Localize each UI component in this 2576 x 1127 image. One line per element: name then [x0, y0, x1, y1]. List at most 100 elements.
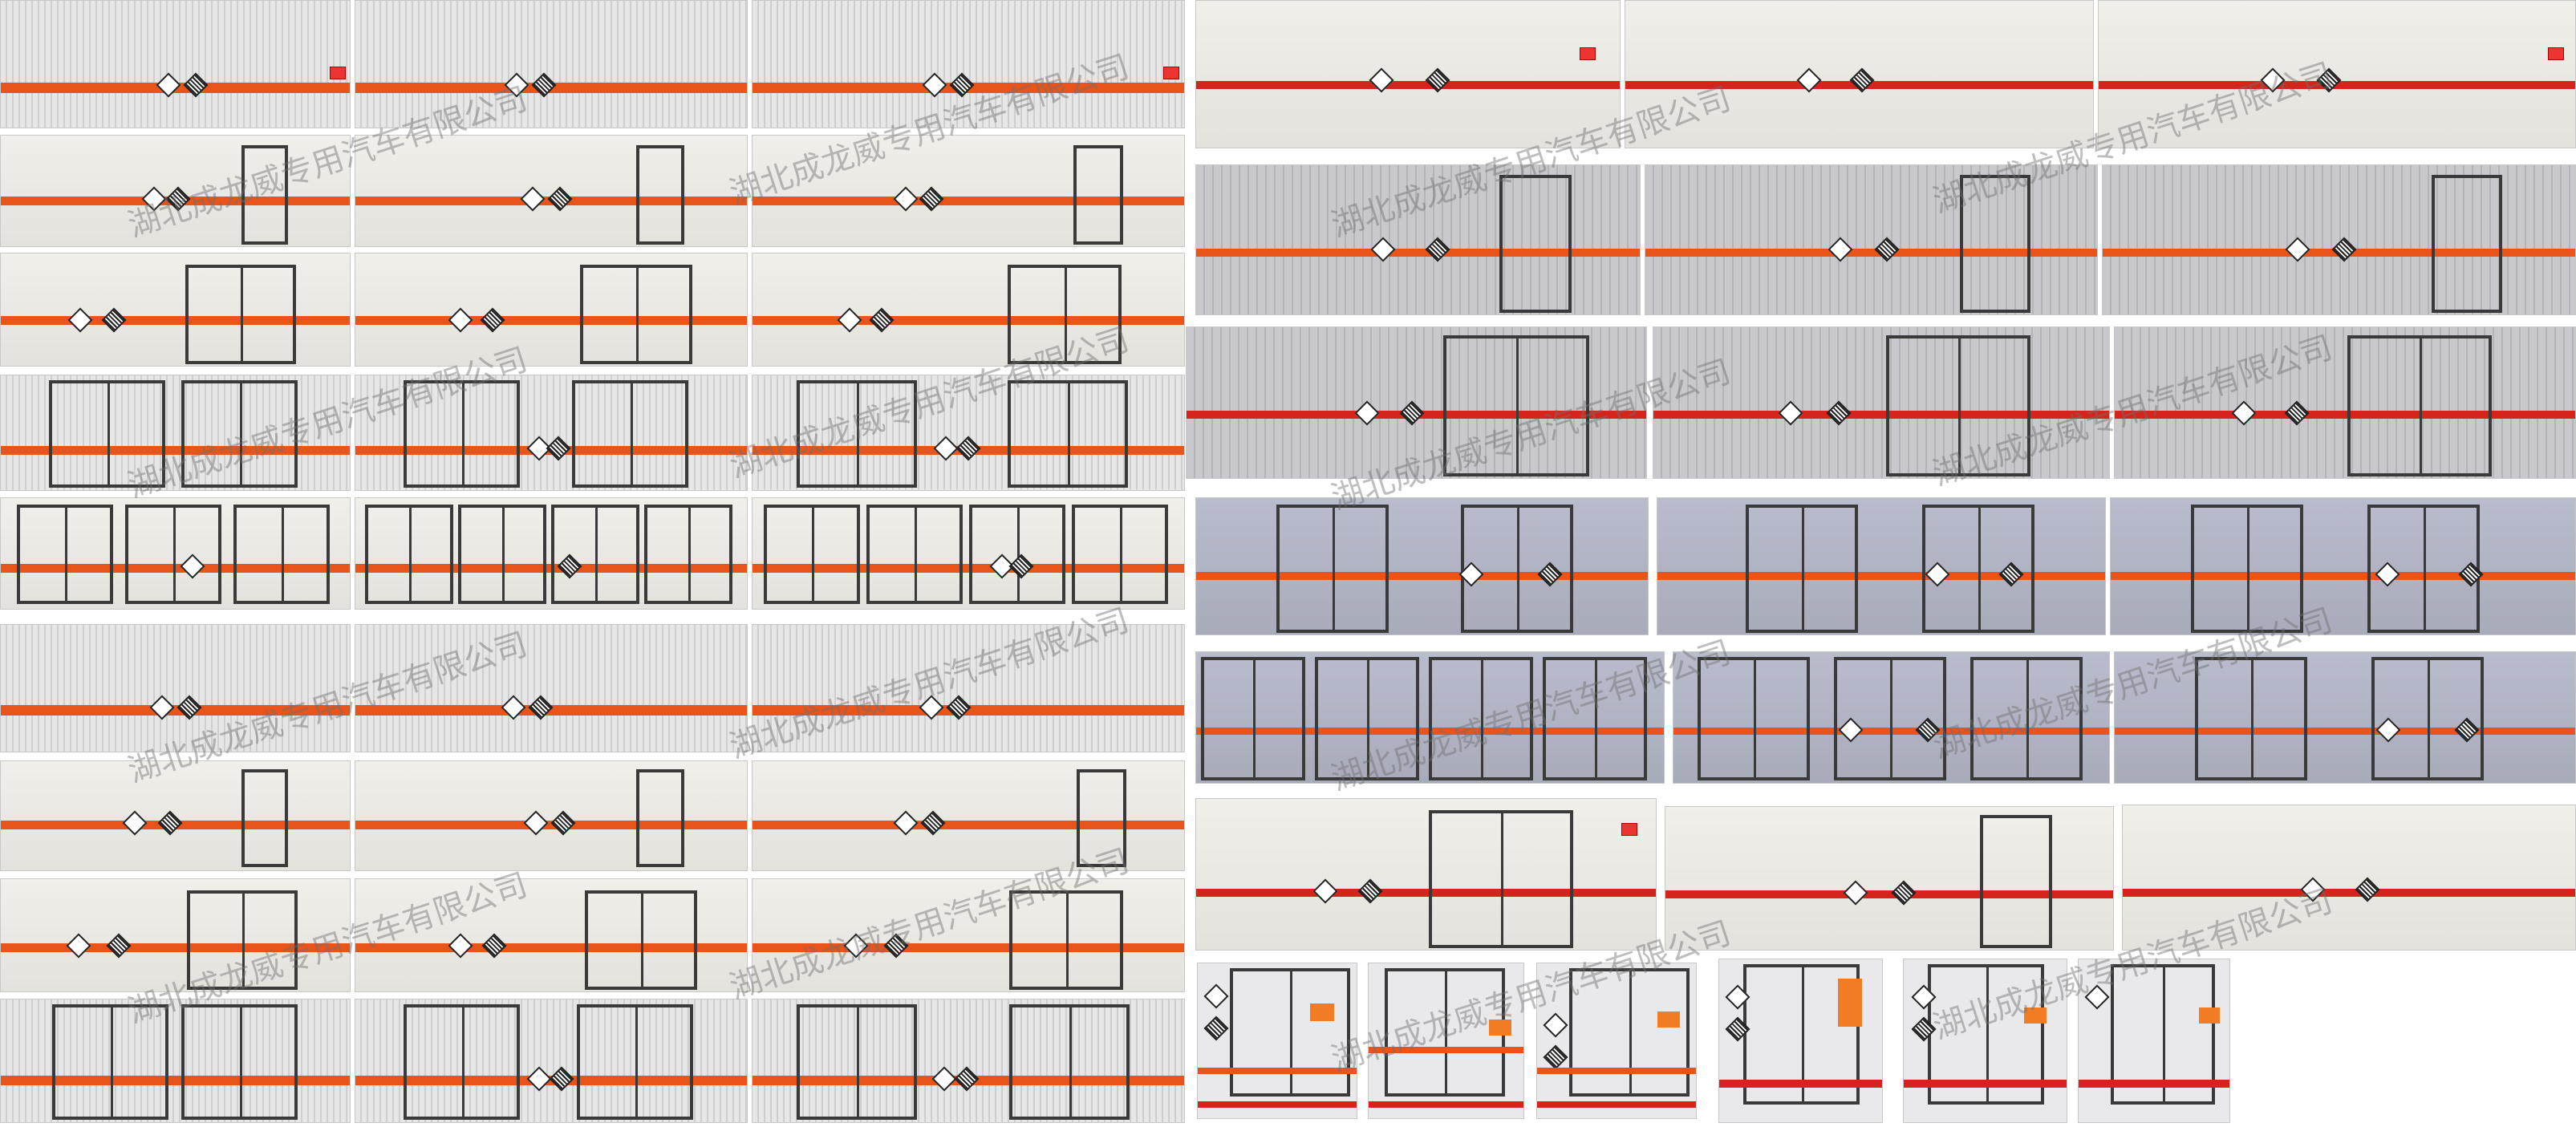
hazard-diamond-icon [546, 436, 571, 461]
hazard-diamond-icon [1312, 878, 1338, 904]
cargo-door [1429, 657, 1533, 780]
truck-side-photo [355, 135, 748, 247]
orange-stripe [1645, 249, 2097, 257]
hazard-diamond-icon [893, 186, 919, 212]
hazard-diamond-icon [2285, 237, 2310, 262]
hazard-diamond-icon [949, 72, 975, 98]
cargo-door [1960, 175, 2030, 313]
truck-side-photo [752, 375, 1185, 491]
hazard-diamond-icon [549, 1066, 574, 1092]
truck-rear-photo [1536, 963, 1697, 1119]
cargo-door [1443, 335, 1589, 476]
red-stripe [2123, 889, 2575, 897]
truck-side-photo [2102, 164, 2576, 315]
truck-side-photo [2110, 497, 2576, 635]
hazard-diamond-icon [448, 307, 473, 333]
red-stripe [1653, 411, 2109, 419]
orange-stripe [355, 705, 747, 716]
hazard-diamond-icon [176, 695, 202, 720]
cargo-door [1077, 769, 1126, 867]
truck-side-photo [0, 375, 351, 491]
cargo-door [1008, 265, 1122, 364]
cargo-door [2111, 964, 2215, 1105]
cargo-door [636, 769, 684, 867]
red-stripe [1369, 1101, 1523, 1108]
cargo-door [1201, 657, 1305, 780]
cargo-door [1980, 815, 2052, 948]
truck-side-photo [355, 878, 748, 992]
truck-side-photo [2122, 805, 2576, 951]
truck-side-photo [752, 135, 1185, 247]
cargo-door [181, 1004, 298, 1120]
cargo-door [185, 265, 296, 364]
cargo-door [1834, 657, 1946, 780]
cargo-door [1746, 505, 1858, 633]
cargo-door [2347, 335, 2492, 476]
orange-stripe [753, 821, 1184, 829]
hazard-diamond-icon [165, 186, 191, 212]
orange-stripe [753, 943, 1184, 953]
cargo-door [241, 769, 288, 867]
hazard-diamond-icon [531, 72, 557, 98]
hazard-diamond-icon [101, 307, 127, 333]
truck-side-photo [355, 624, 748, 752]
red-stripe [1196, 81, 1620, 89]
rear-warning-plate [2024, 1007, 2047, 1024]
hazard-diamond-icon [1543, 1012, 1568, 1038]
hazard-diamond-icon [1370, 237, 1396, 262]
hazard-diamond-icon [1843, 880, 1868, 906]
hazard-diamond-icon [526, 1066, 552, 1092]
red-stripe [1719, 1080, 1882, 1088]
hazard-diamond-icon [919, 695, 944, 720]
orange-stripe [1, 1076, 350, 1086]
truck-side-photo [1195, 0, 1621, 148]
hazard-diamond-icon [883, 933, 909, 959]
truck-rear-photo [2078, 959, 2230, 1123]
brand-logo-icon [2548, 47, 2564, 60]
cargo-door [551, 505, 639, 604]
cargo-door [572, 380, 688, 488]
hazard-diamond-icon [481, 933, 507, 959]
hazard-diamond-icon [1425, 237, 1450, 262]
orange-stripe [753, 316, 1184, 326]
hazard-diamond-icon [2231, 400, 2257, 426]
hazard-diamond-icon [122, 810, 148, 836]
hazard-diamond-icon [149, 695, 175, 720]
orange-stripe [355, 821, 747, 829]
hazard-diamond-icon [501, 695, 526, 720]
hazard-diamond-icon [547, 186, 573, 212]
orange-stripe [1537, 1068, 1696, 1074]
brand-logo-icon [1621, 823, 1637, 836]
hazard-diamond-icon [141, 186, 167, 212]
cargo-door [636, 145, 684, 245]
hazard-diamond-icon [448, 933, 473, 959]
hazard-diamond-icon [2084, 984, 2110, 1010]
cargo-door [1315, 657, 1419, 780]
truck-side-photo [1195, 798, 1657, 951]
cargo-door [866, 505, 963, 604]
truck-side-photo [0, 760, 351, 871]
hazard-diamond-icon [520, 186, 546, 212]
hazard-diamond-icon [66, 933, 91, 959]
orange-stripe [753, 564, 1184, 574]
truck-rear-photo [1197, 963, 1357, 1119]
truck-side-photo [752, 624, 1185, 752]
cargo-door [187, 890, 298, 990]
cargo-door [365, 505, 453, 604]
truck-side-photo [1665, 806, 2114, 951]
red-stripe [1904, 1080, 2067, 1088]
truck-side-photo [0, 253, 351, 367]
red-stripe [1665, 890, 2113, 898]
cargo-door [404, 1004, 520, 1120]
brand-logo-icon [1163, 67, 1179, 79]
hazard-diamond-icon [1891, 880, 1917, 906]
cargo-door [404, 380, 520, 488]
cargo-door [797, 1004, 917, 1120]
truck-side-photo [752, 999, 1185, 1123]
cargo-door [1698, 657, 1810, 780]
cargo-door [585, 890, 697, 990]
hazard-diamond-icon [837, 307, 862, 333]
hazard-diamond-icon [106, 933, 132, 959]
truck-side-photo [752, 760, 1185, 871]
cargo-door [1970, 657, 2083, 780]
